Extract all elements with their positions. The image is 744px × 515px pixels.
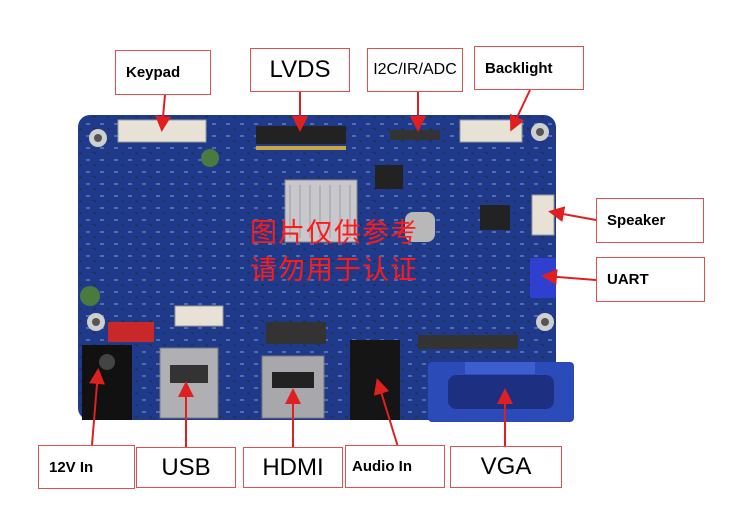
crystal <box>405 212 435 242</box>
backlight-connector <box>459 119 523 143</box>
label-hdmi: HDMI <box>243 447 343 488</box>
label-usb: USB <box>136 447 236 488</box>
label-backlight: Backlight <box>474 46 584 90</box>
audio-jack <box>350 340 400 420</box>
label-audio-in: Audio In <box>345 445 445 488</box>
i2c-header <box>390 130 440 140</box>
label-12v-in: 12V In <box>38 445 135 489</box>
pointer-arrows <box>89 89 597 448</box>
watermark-line2: 请勿用于认证 <box>250 255 418 286</box>
capacitor <box>80 286 100 306</box>
pin-header <box>418 335 518 349</box>
watermark-line1: 图片仅供参考 <box>250 218 418 249</box>
label-lvds: LVDS <box>250 48 350 92</box>
speaker-connector <box>531 194 555 236</box>
label-vga: VGA <box>450 446 562 488</box>
chip <box>375 165 403 189</box>
usb-port <box>159 347 219 419</box>
power-connector-red <box>108 322 154 342</box>
label-i2c-ir-adc: I2C/IR/ADC <box>367 48 463 92</box>
label-uart: UART <box>596 257 705 302</box>
lvds-header <box>256 126 346 144</box>
label-speaker: Speaker <box>596 198 704 243</box>
heatsink <box>284 179 358 243</box>
capacitor <box>201 149 219 167</box>
uart-connector <box>530 258 556 298</box>
chip <box>480 205 510 230</box>
label-keypad: Keypad <box>115 50 211 95</box>
